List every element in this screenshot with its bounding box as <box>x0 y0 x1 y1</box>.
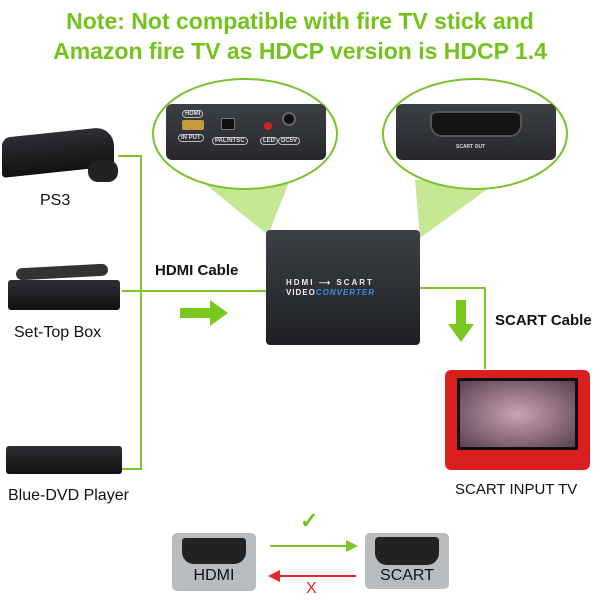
direction-arrows <box>268 540 358 582</box>
down-arrow-icon <box>448 300 474 342</box>
power-label: DC5V <box>278 137 301 145</box>
converter-device: HDMI ⟶ SCART VIDEOCONVERTER <box>266 230 420 345</box>
pal-ntsc-switch <box>221 118 235 130</box>
right-arrow-icon <box>180 300 228 326</box>
hdmi-connector-icon <box>182 538 246 564</box>
scart-tv-image <box>445 370 590 470</box>
hdmi-connector-label: HDMI <box>193 567 235 584</box>
converter-title: HDMI ⟶ SCART <box>286 278 374 287</box>
bluray-line <box>122 468 142 470</box>
hdmi-cable-label: HDMI Cable <box>155 262 239 279</box>
hdmi-port-icon <box>182 120 204 130</box>
scart-line-v <box>484 287 486 369</box>
tv-screen <box>457 378 578 450</box>
switch-label: PAL/NTSC <box>212 137 248 145</box>
scart-line-h <box>420 287 486 289</box>
led-label: LED <box>260 137 278 145</box>
output-panel: SCART OUT <box>396 104 556 160</box>
source-label-ps3: PS3 <box>40 192 71 209</box>
hdmi-line <box>122 290 267 292</box>
cross-icon: X <box>306 580 317 597</box>
note-line-1: Note: Not compatible with fire TV stick … <box>66 8 534 34</box>
source-label-bluray: Blue-DVD Player <box>8 487 129 504</box>
led-icon <box>264 122 272 130</box>
check-icon: ✓ <box>300 508 319 533</box>
input-panel-callout: HDMI IN PUT PAL/NTSC LED DC5V <box>152 78 338 190</box>
power-jack-icon <box>282 112 296 126</box>
scart-connector-box: SCART <box>365 533 449 589</box>
hdmi-port-label: HDMI <box>182 110 204 118</box>
converter-subtitle: VIDEOCONVERTER <box>286 288 375 297</box>
scart-port-icon <box>430 111 522 137</box>
source-line <box>140 155 142 470</box>
input-label: IN PUT <box>178 134 204 142</box>
output-panel-callout: SCART OUT <box>382 78 568 190</box>
scart-cable-label: SCART Cable <box>495 312 592 329</box>
hdmi-connector-box: HDMI <box>172 533 256 591</box>
set-top-box-image <box>8 280 120 310</box>
tv-label: SCART INPUT TV <box>455 481 578 498</box>
scart-connector-label: SCART <box>380 567 434 584</box>
scart-connector-icon <box>375 537 439 565</box>
input-panel: HDMI IN PUT PAL/NTSC LED DC5V <box>166 104 326 160</box>
bluray-player-image <box>6 446 122 474</box>
source-label-set-top-box: Set-Top Box <box>14 324 102 341</box>
scart-out-label: SCART OUT <box>456 144 486 150</box>
controller-image <box>88 160 118 182</box>
ps3-line <box>118 155 140 157</box>
note-line-2: Amazon fire TV as HDCP version is HDCP 1… <box>53 38 547 64</box>
